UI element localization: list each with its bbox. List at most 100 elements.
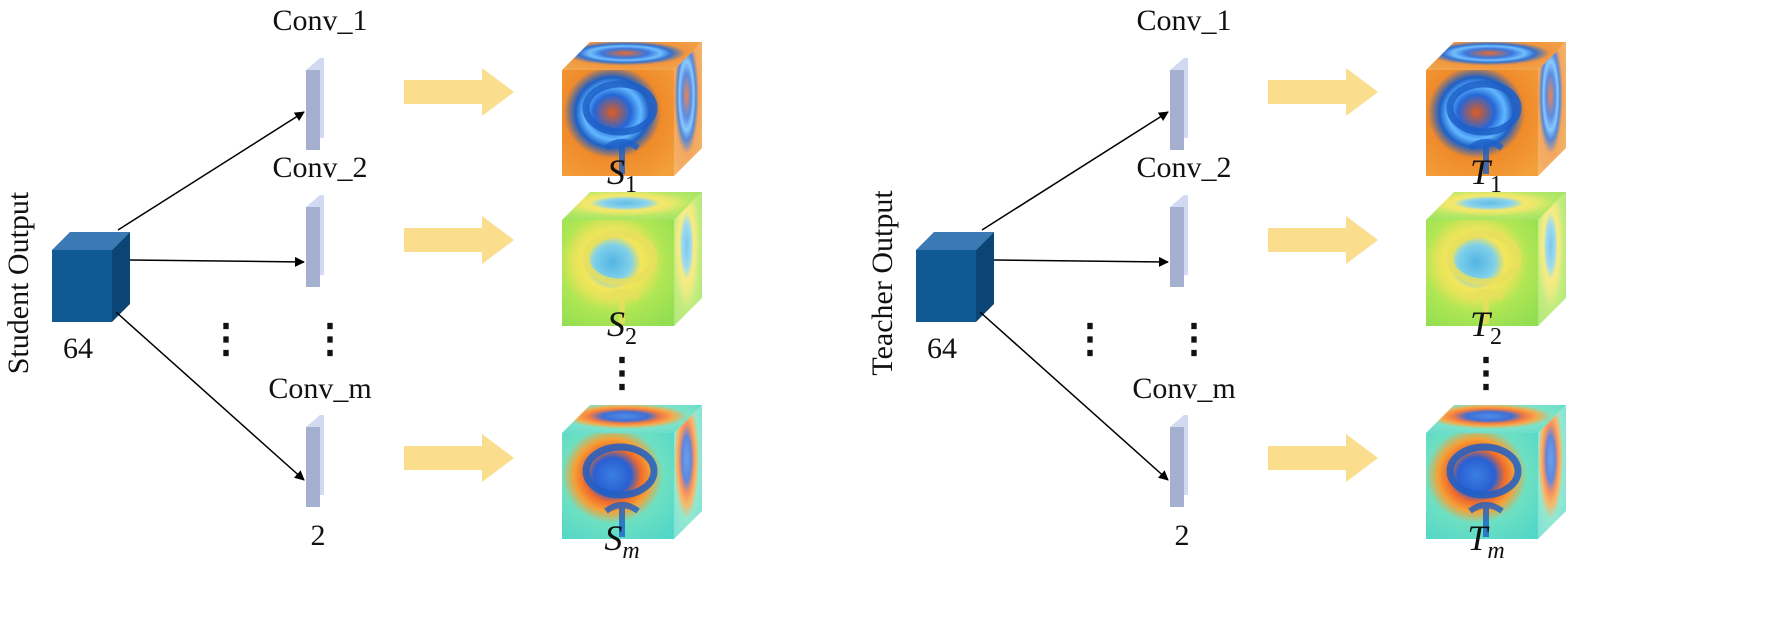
feature-stem-icon <box>1468 502 1504 537</box>
feature-front-face <box>562 433 674 539</box>
feature-front-face <box>1426 70 1538 176</box>
conv-label-2: Conv_2 <box>1136 151 1231 184</box>
ellipsis-2: ⋮ <box>1174 316 1214 361</box>
branch-arrow-2 <box>993 256 1169 267</box>
feature-label-s-m: Sm <box>604 518 639 564</box>
conv-output-channels: 2 <box>1175 519 1190 552</box>
student-input-channels: 64 <box>63 332 93 365</box>
conv-plate-face <box>306 70 320 150</box>
feature-top-face <box>562 42 702 70</box>
transfer-arrow-3 <box>1268 434 1378 482</box>
transfer-arrow-1 <box>1268 68 1378 116</box>
teacher-side-label: Teacher Output <box>866 190 899 376</box>
conv-plate-3 <box>1170 415 1188 507</box>
teacher-input-cube <box>916 232 994 322</box>
branch-arrow-1 <box>117 111 305 231</box>
transfer-arrow-2 <box>1268 216 1378 264</box>
feature-contour-icon <box>582 443 658 499</box>
feature-top-face <box>562 405 702 433</box>
feature-top-face <box>1426 42 1566 70</box>
conv-plate-2 <box>306 195 324 287</box>
feature-contour-icon <box>1446 80 1522 136</box>
feature-top-face <box>1426 192 1566 220</box>
feature-side-face <box>1538 405 1566 539</box>
conv-plate-rim <box>320 195 324 275</box>
conv-plate-face <box>1170 207 1184 287</box>
feature-map-t-m <box>1426 405 1566 539</box>
feature-top-face <box>1426 405 1566 433</box>
conv-output-channels: 2 <box>311 519 326 552</box>
ellipsis-2: ⋮ <box>310 316 350 361</box>
conv-label-3: Conv_m <box>1132 372 1235 405</box>
feature-map-t-2 <box>1426 192 1566 326</box>
conv-plate-rim <box>1184 58 1188 138</box>
feature-front-face <box>1426 433 1538 539</box>
conv-plate-rim <box>320 58 324 138</box>
feature-contour-icon <box>582 80 658 136</box>
transfer-arrow-1 <box>404 68 514 116</box>
feature-side-face <box>1538 42 1566 176</box>
ellipsis-1: ⋮ <box>1070 316 1110 361</box>
feature-map-s-2 <box>562 192 702 326</box>
conv-plate-rim <box>320 415 324 495</box>
conv-plate-face <box>306 427 320 507</box>
feature-contour-icon <box>1446 230 1522 286</box>
transfer-arrow-3 <box>404 434 514 482</box>
conv-plate-3 <box>306 415 324 507</box>
teacher-input-channels: 64 <box>927 332 957 365</box>
feature-side-face <box>674 42 702 176</box>
student-input-cube <box>52 232 130 322</box>
conv-plate-face <box>306 207 320 287</box>
feature-stem-icon <box>604 502 640 537</box>
feature-label-s-1: S1 <box>607 152 637 198</box>
feature-top-face <box>562 192 702 220</box>
feature-label-t-1: T1 <box>1470 152 1502 198</box>
cube-top-face <box>916 232 994 250</box>
branch-arrow-2 <box>129 256 305 267</box>
feature-side-face <box>674 405 702 539</box>
feature-label-t-m: Tm <box>1467 518 1504 564</box>
feature-label-t-2: T2 <box>1470 304 1502 350</box>
ellipsis-3: ⋮ <box>602 350 642 395</box>
feature-side-face <box>1538 192 1566 326</box>
conv-label-2: Conv_2 <box>272 151 367 184</box>
feature-label-s-2: S2 <box>607 304 637 350</box>
ellipsis-1: ⋮ <box>206 316 246 361</box>
conv-plate-1 <box>1170 58 1188 150</box>
conv-plate-2 <box>1170 195 1188 287</box>
feature-front-face <box>1426 220 1538 326</box>
conv-plate-rim <box>1184 415 1188 495</box>
conv-label-1: Conv_1 <box>1136 4 1231 37</box>
cube-side-face <box>976 232 994 322</box>
transfer-arrow-2 <box>404 216 514 264</box>
cube-side-face <box>112 232 130 322</box>
feature-front-face <box>562 220 674 326</box>
branch-arrow-3 <box>115 311 305 481</box>
feature-map-s-1 <box>562 42 702 176</box>
student-side-label: Student Output <box>2 191 35 374</box>
branch-arrow-3 <box>979 311 1169 481</box>
feature-map-s-m <box>562 405 702 539</box>
cube-top-face <box>52 232 130 250</box>
branch-arrow-1 <box>981 111 1169 231</box>
conv-plate-face <box>1170 427 1184 507</box>
ellipsis-3: ⋮ <box>1466 350 1506 395</box>
feature-stem-icon <box>1468 289 1504 324</box>
feature-contour-icon <box>1446 443 1522 499</box>
feature-contour-icon <box>582 230 658 286</box>
conv-label-3: Conv_m <box>268 372 371 405</box>
feature-stem-icon <box>1468 139 1504 174</box>
feature-stem-icon <box>604 139 640 174</box>
cube-front-face <box>916 250 976 322</box>
conv-label-1: Conv_1 <box>272 4 367 37</box>
feature-stem-icon <box>604 289 640 324</box>
conv-plate-face <box>1170 70 1184 150</box>
feature-front-face <box>562 70 674 176</box>
feature-side-face <box>674 192 702 326</box>
cube-front-face <box>52 250 112 322</box>
feature-map-t-1 <box>1426 42 1566 176</box>
conv-plate-rim <box>1184 195 1188 275</box>
